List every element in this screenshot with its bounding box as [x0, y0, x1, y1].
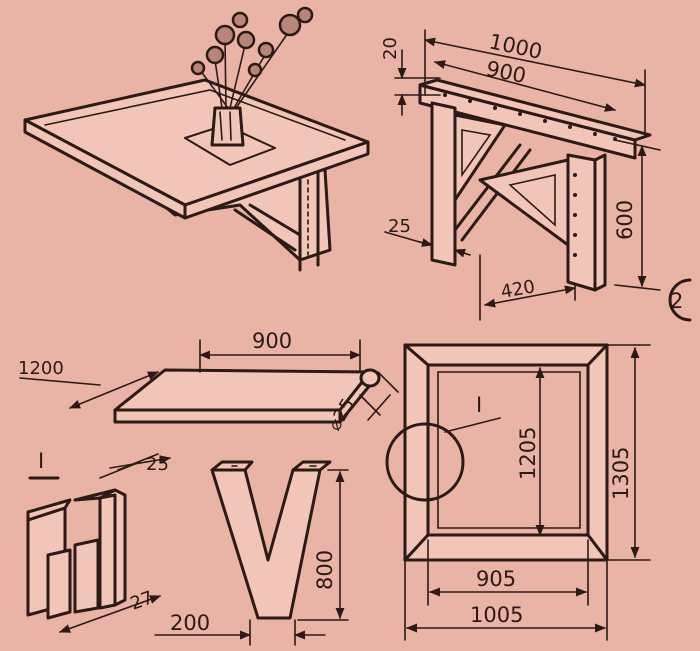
- detail-strips: I 25 27: [26, 449, 172, 633]
- dim-frame-inner-height: 1205: [516, 427, 540, 480]
- detail-mark-frame: I: [476, 393, 482, 417]
- dim-leg-reach: 420: [499, 276, 536, 303]
- dim-v-base: 200: [170, 611, 210, 635]
- frame-view: I 1205 1305 905 1005: [385, 343, 651, 641]
- dim-strip-thickness: 25: [146, 454, 169, 475]
- dim-frame-inner-width: 905: [476, 567, 516, 591]
- table-perspective-view: [23, 6, 370, 272]
- dim-top-length: 1200: [18, 358, 64, 379]
- dim-bracket-height: 20: [380, 37, 401, 60]
- table-top-panel: 900 1200 ⌀25: [18, 329, 399, 435]
- detail-mark-small: I: [38, 449, 44, 473]
- dim-v-height: 800: [313, 550, 337, 590]
- dim-top-width: 900: [252, 329, 292, 353]
- dim-inner-width: 900: [484, 56, 528, 88]
- bracket-assembly-view: 20 1000 900 25 600 420 2: [380, 29, 692, 322]
- dim-frame-outer-height: 1305: [609, 447, 633, 500]
- dim-strip-width: 27: [128, 587, 157, 615]
- dim-leg-height: 600: [613, 200, 637, 240]
- dim-frame-outer-width: 1005: [470, 603, 523, 627]
- v-leg: 800 200: [154, 460, 349, 646]
- figure-number: 2: [670, 289, 683, 313]
- dim-bracket-thickness: 25: [388, 216, 411, 237]
